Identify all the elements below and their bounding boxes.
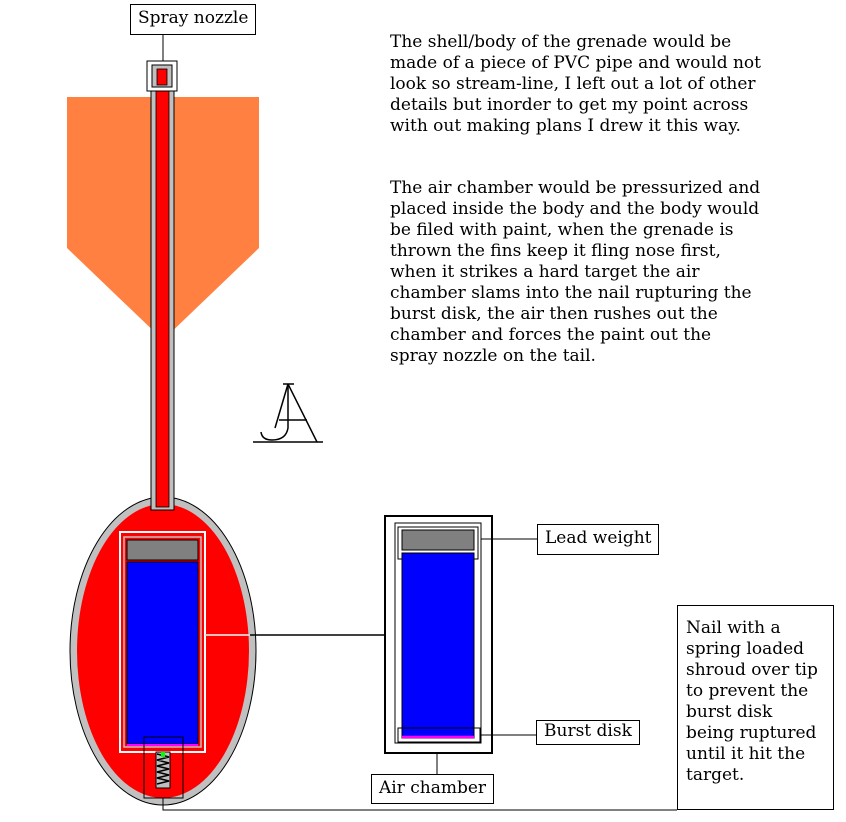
description-paragraph-2: The air chamber would be pressurized and…	[390, 178, 761, 366]
air-chamber-label: Air chamber	[371, 774, 495, 804]
spray-nozzle-label: Spray nozzle	[130, 4, 257, 35]
inner-air-chamber	[126, 561, 199, 745]
signature-mark	[253, 383, 323, 443]
nail-note-box: Nail with a spring loaded shroud over ti…	[677, 605, 834, 810]
burst-disk-label: Burst disk	[536, 720, 640, 745]
nail-note-text: Nail with a spring loaded shroud over ti…	[686, 618, 818, 785]
description-paragraph-1: The shell/body of the grenade would be m…	[390, 32, 762, 136]
detail-lead-weight	[401, 529, 475, 551]
nail-note-leader	[162, 798, 677, 811]
spray-nozzle-core	[156, 68, 168, 86]
feed-tube	[155, 69, 170, 508]
detail-burst-disk-cap	[397, 727, 481, 743]
detail-air-chamber	[401, 552, 475, 739]
inner-chamber-housing	[123, 536, 202, 748]
nail-spring	[156, 753, 170, 785]
inner-lead-weight	[126, 539, 199, 561]
lead-weight-label: Lead weight	[537, 524, 660, 555]
nail-spring-green	[161, 752, 165, 757]
